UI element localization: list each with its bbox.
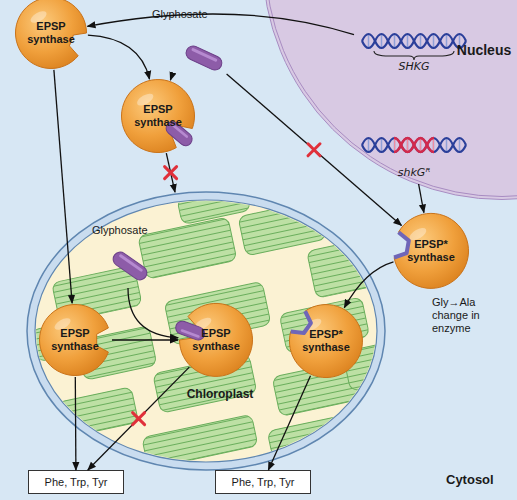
glyphosate-molecule: Glyphosate xyxy=(88,222,168,288)
product-box-label: Phe, Trp, Tyr xyxy=(29,471,123,493)
arrow-connector xyxy=(88,35,150,79)
glyphosate-capsule xyxy=(191,48,218,63)
enzyme: EPSP synthase xyxy=(120,78,196,154)
glyphosate-capsule xyxy=(119,254,144,273)
gene: SHKG xyxy=(354,30,474,78)
thylakoid-stacks xyxy=(57,387,139,438)
gene-label: shkGᴿ xyxy=(349,167,479,180)
enzyme: EPSP synthase xyxy=(38,303,112,377)
glyphosate-capsule xyxy=(184,44,224,73)
enzyme-label: EPSP synthase xyxy=(120,78,196,154)
mutant-enzyme: EPSP* synthase xyxy=(392,212,470,290)
enzyme-label: EPSP synthase xyxy=(38,303,112,377)
thylakoid-stacks xyxy=(142,414,258,469)
enzyme: EPSP synthase xyxy=(178,302,254,378)
mutant-enzyme-label: EPSP* synthase xyxy=(288,303,364,379)
thylakoid-stacks xyxy=(177,185,251,225)
product-box-label: Phe, Trp, Tyr xyxy=(216,471,310,493)
outer-membrane xyxy=(27,192,385,470)
bound-glyphosate xyxy=(180,329,200,338)
product-box: Phe, Trp, Tyr xyxy=(215,470,311,494)
block-mark xyxy=(165,167,177,179)
region-label: Cytosol xyxy=(446,472,516,488)
gene-bracket xyxy=(374,51,454,60)
thylakoid-stacks xyxy=(138,217,237,279)
chloroplast: Chloroplast GlyphosateEPSP synthase EPSP … xyxy=(25,190,387,472)
glyphosate-capsule xyxy=(110,249,149,282)
glyphosate-molecule: Glyphosate xyxy=(140,2,230,74)
inner-membrane xyxy=(35,200,377,462)
altered-site xyxy=(394,232,409,257)
arrow-connector xyxy=(166,153,175,192)
gene-label: SHKG xyxy=(354,61,474,74)
mutation-site xyxy=(394,138,434,152)
enzyme-label: EPSP synthase xyxy=(14,0,88,70)
product-box: Phe, Trp, Tyr xyxy=(28,470,124,494)
glyphosate-capsule xyxy=(184,44,224,73)
enzyme-body xyxy=(180,303,253,376)
mutant-enzyme: EPSP* synthase xyxy=(288,303,364,379)
dna-helix xyxy=(349,134,479,166)
mutation-site xyxy=(394,138,434,152)
enzyme: EPSP synthase xyxy=(14,0,88,70)
annotation: Gly→Ala change in enzyme xyxy=(432,296,498,336)
chloroplast-label: Chloroplast xyxy=(180,388,260,402)
dna-helix xyxy=(362,34,466,48)
altered-site xyxy=(291,311,311,333)
glyphosate-capsule xyxy=(110,249,149,282)
mutation-site xyxy=(394,138,434,152)
dna-helix xyxy=(362,138,466,152)
mutant-enzyme-label: EPSP* synthase xyxy=(392,212,470,290)
dna-helix xyxy=(362,34,466,48)
arrow-connector xyxy=(419,184,424,213)
thylakoid-stacks xyxy=(11,162,408,500)
glyphosate-molecule-label: Glyphosate xyxy=(92,224,168,237)
dna-helix xyxy=(354,30,474,62)
block-mark xyxy=(308,144,320,156)
enzyme-label: EPSP synthase xyxy=(178,302,254,378)
thylakoid-stacks xyxy=(11,162,408,500)
thylakoid-stacks xyxy=(267,413,360,457)
enzyme-body xyxy=(394,213,468,288)
thylakoid-stacks xyxy=(238,200,327,256)
arrow-connector xyxy=(170,74,172,80)
nucleus-region-label: Nucleus xyxy=(444,42,517,58)
glyphosate-molecule-label: Glyphosate xyxy=(152,8,230,21)
thylakoid-stacks xyxy=(307,239,376,298)
gene: shkGᴿ xyxy=(349,134,479,184)
dna-helix xyxy=(362,138,466,152)
nucleus-region: Nucleus SHKG shkGᴿ xyxy=(262,0,517,200)
